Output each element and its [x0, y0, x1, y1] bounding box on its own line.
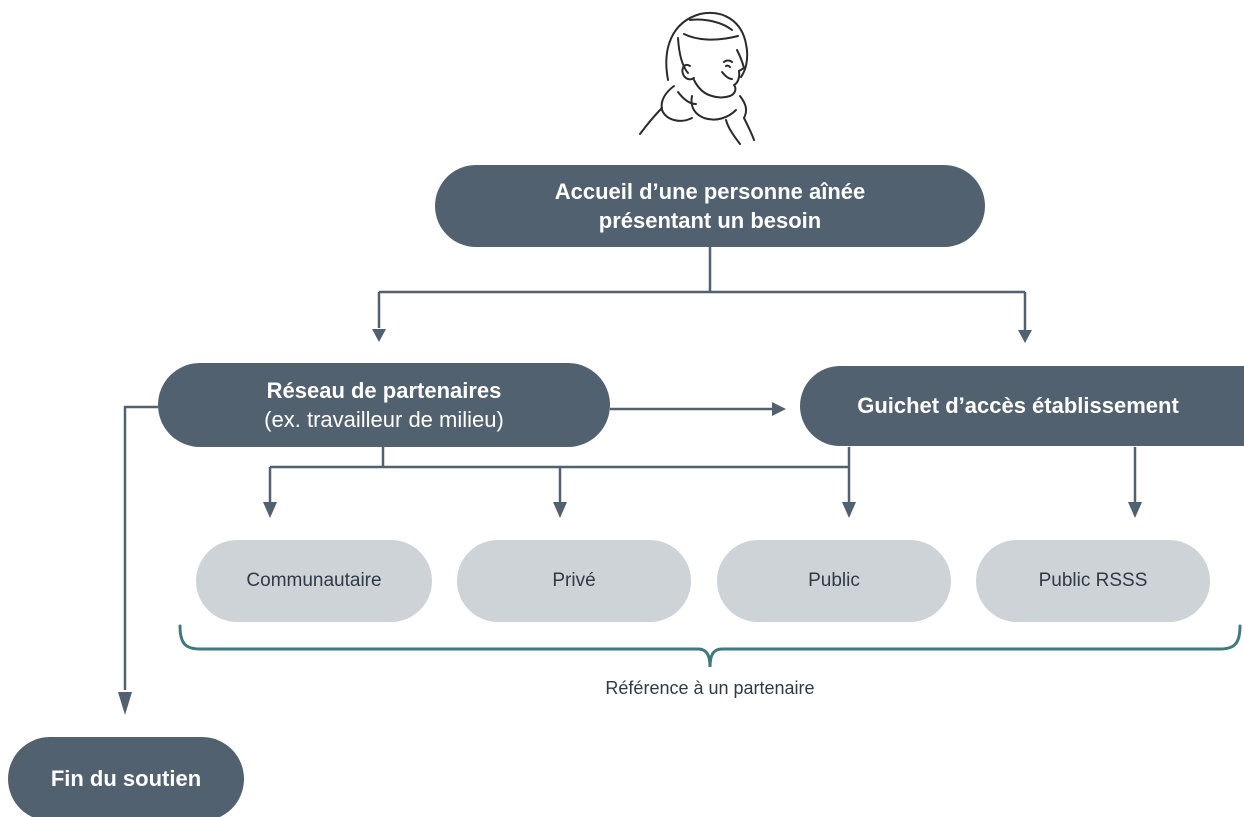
partner-type-label: Public [808, 570, 860, 592]
access-desk-title: Guichet d’accès établissement [857, 393, 1179, 419]
arrowhead [263, 502, 277, 518]
end-node-title: Fin du soutien [50, 766, 202, 792]
partner-type-label: Privé [552, 570, 596, 592]
end-node: Fin du soutien [8, 737, 244, 817]
start-node-line1: Accueil d’une personne aînée [554, 178, 866, 204]
partner-type-public: Public [717, 540, 951, 622]
partners-network-subtitle: (ex. travailleur de milieu) [264, 407, 504, 432]
start-node-line2: présentant un besoin [598, 208, 822, 233]
connector-distribution [268, 447, 1137, 502]
partners-network-node: Réseau de partenaires (ex. travailleur d… [158, 363, 610, 447]
reference-bracket [178, 624, 1242, 668]
partner-type-label: Public RSSS [1038, 570, 1148, 592]
elderly-person-icon [639, 11, 755, 145]
connector-start-split [377, 247, 1027, 330]
arrowhead [772, 402, 786, 416]
arrowhead [842, 502, 856, 518]
partner-type-prive: Privé [457, 540, 691, 622]
arrowhead [553, 502, 567, 518]
arrowhead [372, 329, 386, 342]
arrowhead [1018, 330, 1032, 343]
partner-type-communautaire: Communautaire [196, 540, 432, 622]
arrowhead [118, 692, 132, 715]
partner-type-label: Communautaire [246, 570, 382, 592]
partners-network-title: Réseau de partenaires [266, 377, 502, 403]
partner-type-public-rsss: Public RSSS [976, 540, 1210, 622]
arrowhead [1128, 502, 1142, 518]
connector-partners-end [123, 405, 158, 690]
bracket-caption: Référence à un partenaire [605, 678, 815, 698]
start-node: Accueil d’une personne aînée présentant … [435, 165, 985, 247]
access-desk-node: Guichet d’accès établissement [800, 366, 1244, 446]
